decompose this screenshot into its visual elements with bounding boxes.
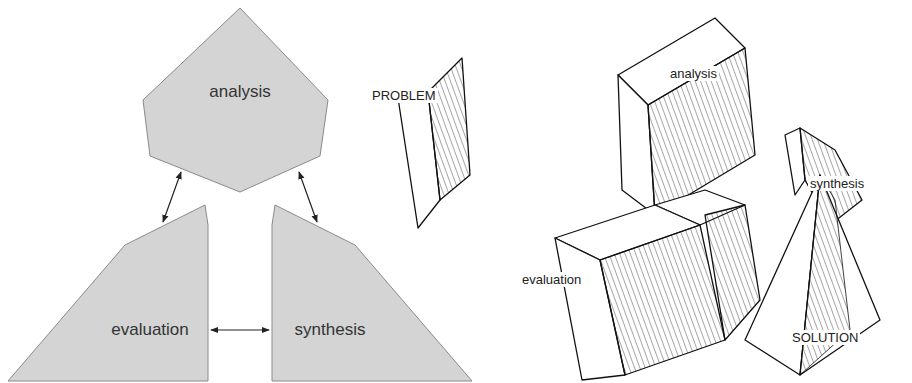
shape-outline	[6, 200, 212, 383]
stage-shape: analysis	[140, 6, 340, 196]
illustration-label: synthesis	[808, 176, 866, 191]
double-arrow	[163, 172, 181, 222]
illustration-label: evaluation	[520, 272, 583, 287]
stage-label: synthesis	[295, 320, 366, 340]
shape-outline	[268, 200, 474, 383]
illustration-label: PROBLEM	[370, 88, 438, 103]
shape-fill	[272, 205, 472, 381]
shape-fill	[143, 8, 328, 192]
stage-label: evaluation	[111, 320, 189, 340]
stage-label: analysis	[209, 82, 270, 102]
shape-fill	[8, 205, 208, 381]
stage-shape: evaluation	[6, 200, 212, 383]
double-arrow	[299, 172, 317, 222]
illustration-label: SOLUTION	[790, 330, 860, 345]
illustration-label: analysis	[668, 66, 719, 81]
double-arrow	[211, 329, 269, 330]
stage-shape: synthesis	[268, 200, 474, 383]
